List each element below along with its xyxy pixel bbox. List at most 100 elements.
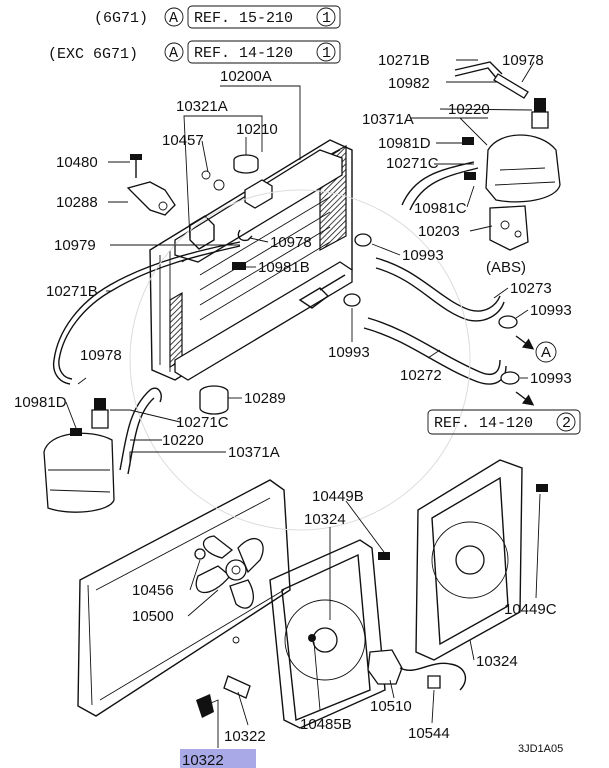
shroud-rear — [415, 459, 523, 661]
callout-10210: 10210 — [236, 121, 278, 138]
reservoir-top — [485, 98, 561, 203]
callout-10271B-top: 10271B — [378, 52, 430, 69]
header-num: 1 — [322, 45, 331, 62]
callout-10978-top: 10978 — [502, 52, 544, 69]
callout-10456: 10456 — [132, 582, 174, 599]
ref-box — [187, 40, 341, 64]
upper-hose-10273 — [375, 257, 505, 322]
watermark — [129, 189, 471, 531]
callout-10321A: 10321A — [176, 98, 228, 115]
overflow-hose-left — [52, 241, 241, 385]
callout-10449C: 10449C — [504, 601, 557, 618]
bolt-10480 — [130, 154, 142, 178]
callout-10993-a: 10993 — [402, 247, 444, 264]
callout-10981D-top: 10981D — [378, 135, 431, 152]
callout-10500: 10500 — [132, 608, 174, 625]
diagram-code: 3JD1A05 — [518, 743, 563, 755]
selected-part[interactable]: 10322 — [180, 749, 256, 768]
callout-10200A: 10200A — [220, 68, 272, 85]
selected-part-highlight[interactable] — [180, 749, 256, 768]
washer-10457 — [201, 170, 225, 191]
bracket-10288 — [126, 181, 176, 216]
header-cond: (EXC 6G71) — [48, 46, 138, 63]
callout-10322-mid: 10322 — [224, 728, 266, 745]
callout-10981D-left: 10981D — [14, 394, 67, 411]
callout-10371A-top: 10371A — [362, 111, 414, 128]
num-circle — [316, 7, 336, 27]
callout-10220-bot: 10220 — [162, 432, 204, 449]
callout-10981B: 10981B — [258, 259, 310, 276]
connector-10544 — [427, 675, 441, 689]
callout-10220-top: 10220 — [448, 101, 490, 118]
arrow-to-a — [515, 335, 535, 350]
badge-circle — [164, 42, 184, 62]
callout-10324-b: 10324 — [476, 653, 518, 670]
header-ref: REF. 15-210 — [194, 10, 293, 27]
callout-10510: 10510 — [370, 698, 412, 715]
callout-10288: 10288 — [56, 194, 98, 211]
hose-10271B-top — [454, 61, 529, 99]
ref-right-text[interactable]: REF. 14-120 — [434, 415, 533, 432]
radiator-cap — [233, 154, 259, 174]
callout-10993-d: 10993 — [530, 370, 572, 387]
callout-10979: 10979 — [54, 237, 96, 254]
callout-10273: 10273 — [510, 280, 552, 297]
callout-10993-b: 10993 — [530, 302, 572, 319]
badge-a-circle — [535, 341, 557, 363]
rubber-mount — [199, 385, 229, 415]
callout-labels: 10271B 10978 10982 10200A 10371A 10220 1… — [14, 52, 572, 745]
ref-right-box[interactable] — [427, 409, 581, 435]
callout-10993-c: 10993 — [328, 344, 370, 361]
ref-right-num: 2 — [562, 415, 571, 432]
callout-10978-mid: 10978 — [270, 234, 312, 251]
callout-10480: 10480 — [56, 154, 98, 171]
callout-abs: (ABS) — [486, 259, 526, 276]
bracket-10203 — [489, 205, 529, 251]
ref-box — [187, 5, 341, 29]
selected-part-label[interactable]: 10322 — [182, 752, 224, 768]
callout-10289: 10289 — [244, 390, 286, 407]
bolt-10981C — [464, 172, 476, 180]
header-line-1: (6G71) A REF. 15-210 1 — [94, 5, 341, 29]
callout-10449B: 10449B — [312, 488, 364, 505]
callout-10981C: 10981C — [414, 200, 467, 217]
callout-10272: 10272 — [400, 367, 442, 384]
arrow-to-ref — [515, 391, 535, 406]
fan-motor-10510 — [367, 649, 467, 691]
bolt-10981B — [232, 262, 246, 270]
callout-10203: 10203 — [418, 223, 460, 240]
num-circle — [316, 42, 336, 62]
bolts-10449B — [378, 484, 548, 560]
callout-10978-left: 10978 — [80, 347, 122, 364]
fan-blade-10500 — [195, 535, 264, 609]
shroud-front — [269, 539, 386, 729]
header-cond: (6G71) — [94, 10, 148, 27]
callout-10544: 10544 — [408, 725, 450, 742]
callout-10271B-left: 10271B — [46, 283, 98, 300]
callout-10485B: 10485B — [300, 716, 352, 733]
clamps-10993 — [343, 233, 520, 385]
callout-badge-a: A — [541, 344, 551, 361]
callout-10271C-top: 10271C — [386, 155, 439, 172]
ref-right-num-circle — [556, 412, 576, 432]
nut-10456 — [194, 548, 206, 560]
header-badge: A — [169, 10, 178, 27]
reservoir-lower — [43, 398, 115, 513]
radiator-lower — [77, 479, 291, 717]
callout-10371A-bot: 10371A — [228, 444, 280, 461]
callout-10982: 10982 — [388, 75, 430, 92]
header-num: 1 — [322, 10, 331, 27]
ref-right[interactable]: REF. 14-120 2 — [427, 409, 581, 435]
clip-10978-mid — [237, 229, 253, 242]
hose-10271C-bot — [119, 387, 162, 475]
callout-10457: 10457 — [162, 132, 204, 149]
header-line-2: (EXC 6G71) A REF. 14-120 1 — [48, 40, 341, 64]
header-ref: REF. 14-120 — [194, 45, 293, 62]
radiator-upper — [149, 139, 353, 381]
badge-circle — [164, 7, 184, 27]
callout-10324-a: 10324 — [304, 511, 346, 528]
leader-lines — [65, 59, 541, 748]
callout-10271C-bot: 10271C — [176, 414, 229, 431]
header-badge: A — [169, 45, 178, 62]
